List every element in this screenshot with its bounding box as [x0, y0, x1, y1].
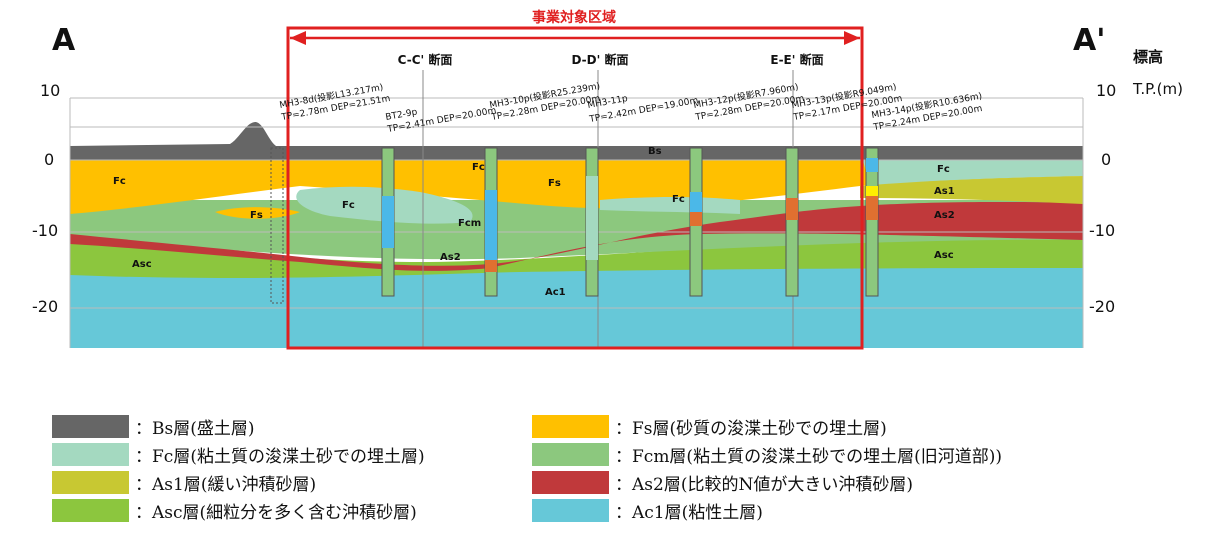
- axis-label-elevation: 標高: [1133, 48, 1163, 66]
- legend-swatch-fcm: [532, 442, 609, 466]
- section-label-e: E-E' 断面: [770, 52, 823, 67]
- legend-item-fcm: ：Fcm層(粘土質の浚渫土砂での埋土層(旧河道部)): [532, 442, 1002, 467]
- legend-item-as2: ：As2層(比較的N値が大きい沖積砂層): [532, 470, 913, 495]
- legend-swatch-ac1: [532, 498, 609, 522]
- geological-cross-section: A A' 事業対象区域 C-C' 断面 D-D' 断面 E-E' 断面 標高 T…: [32, 9, 1183, 350]
- legend-text-as1: ：As1層(緩い沖積砂層): [135, 474, 317, 495]
- layer-label-fs: Fs: [250, 210, 263, 221]
- layer-label-as2: As2: [440, 252, 461, 263]
- legend-item-bs: ：Bs層(盛土層): [52, 414, 255, 439]
- legend: ：Bs層(盛土層) ：Fs層(砂質の浚渫土砂での埋土層) ：Fc層(粘土質の浚渫…: [0, 410, 1226, 536]
- layer-fs: [70, 160, 1083, 214]
- borehole-column: [270, 147, 284, 304]
- legend-swatch-asc: [52, 498, 129, 522]
- tick-right: -20: [1089, 297, 1115, 316]
- borehole-columns: [270, 147, 879, 304]
- section-end-a: A: [52, 23, 76, 58]
- layer-label-fc: Fc: [937, 164, 950, 175]
- layer-label-fcm: Fcm: [458, 218, 481, 229]
- layer-label-fc: Fc: [342, 200, 355, 211]
- legend-item-asc: ：Asc層(細粒分を多く含む沖積砂層): [52, 498, 417, 523]
- legend-item-ac1: ：Ac1層(粘性土層): [532, 498, 763, 523]
- legend-text-asc: ：Asc層(細粒分を多く含む沖積砂層): [135, 502, 417, 523]
- legend-swatch-bs: [52, 414, 129, 438]
- layer-label-fs: Fs: [548, 178, 561, 189]
- layer-label-asc: Asc: [934, 250, 954, 261]
- tick-left: 0: [44, 150, 54, 169]
- strata-layers: [70, 122, 1083, 348]
- legend-text-fs: ：Fs層(砂質の浚渫土砂での埋土層): [615, 418, 887, 439]
- layer-label-fc: Fc: [113, 176, 126, 187]
- legend-text-ac1: ：Ac1層(粘性土層): [615, 502, 763, 523]
- grid-lines: [69, 97, 1084, 348]
- layer-label-as2: As2: [934, 210, 955, 221]
- layer-fs-lens: [215, 207, 300, 219]
- project-area-label: 事業対象区域: [532, 9, 616, 26]
- section-end-a-prime: A': [1073, 23, 1105, 58]
- layer-label-bs: Bs: [648, 146, 662, 157]
- tick-left: -20: [32, 297, 58, 316]
- tick-left: -10: [32, 221, 58, 240]
- legend-text-fcm: ：Fcm層(粘土質の浚渫土砂での埋土層(旧河道部)): [615, 446, 1002, 467]
- legend-item-fc: ：Fc層(粘土質の浚渫土砂での埋土層): [52, 442, 425, 467]
- legend-swatch-fs: [532, 414, 609, 438]
- legend-item-fs: ：Fs層(砂質の浚渫土砂での埋土層): [532, 414, 887, 439]
- section-label-d: D-D' 断面: [572, 52, 629, 67]
- legend-text-fc: ：Fc層(粘土質の浚渫土砂での埋土層): [135, 446, 425, 467]
- layer-fc-east: [600, 197, 740, 214]
- legend-swatch-fc: [52, 442, 129, 466]
- legend-text-as2: ：As2層(比較的N値が大きい沖積砂層): [615, 474, 913, 495]
- layer-as1: [860, 176, 1083, 204]
- layer-as2-band: [70, 201, 1083, 271]
- layer-label-as1: As1: [934, 186, 955, 197]
- tick-left: 10: [40, 81, 60, 100]
- layer-bs: [70, 122, 1083, 160]
- legend-swatch-as2: [532, 470, 609, 494]
- layer-label-ac1: Ac1: [545, 287, 566, 298]
- project-area-arrow: [290, 31, 860, 45]
- layer-label-fc: Fc: [472, 162, 485, 173]
- layer-ac1-upper: [70, 268, 1083, 290]
- layer-label-fc: Fc: [672, 194, 685, 205]
- axis-label-unit: T.P.(m): [1132, 80, 1183, 98]
- legend-text-bs: ：Bs層(盛土層): [135, 418, 255, 439]
- borehole-column: [865, 147, 879, 297]
- tick-right: 0: [1101, 150, 1111, 169]
- legend-item-as1: ：As1層(緩い沖積砂層): [52, 470, 317, 495]
- tick-right: 10: [1096, 81, 1116, 100]
- project-area-box: [286, 26, 864, 350]
- borehole-column: [785, 147, 799, 297]
- tick-right: -10: [1089, 221, 1115, 240]
- section-label-c: C-C' 断面: [398, 52, 453, 67]
- layer-label-asc: Asc: [132, 259, 152, 270]
- legend-swatch-as1: [52, 470, 129, 494]
